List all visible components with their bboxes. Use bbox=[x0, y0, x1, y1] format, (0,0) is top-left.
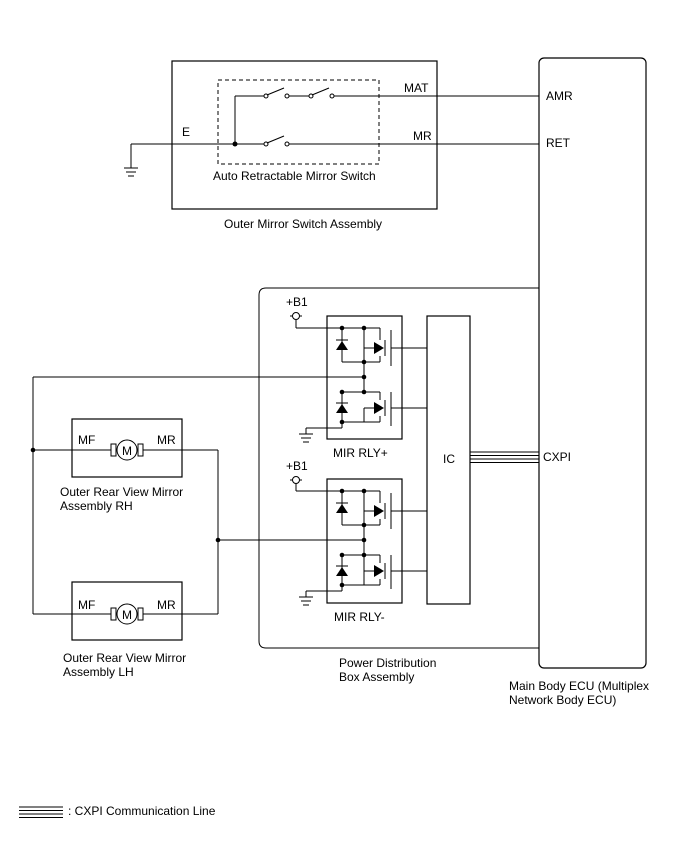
relay-minus-label: MIR RLY- bbox=[334, 610, 385, 624]
terminal-e: E bbox=[182, 125, 190, 139]
terminal-amr: AMR bbox=[546, 89, 573, 103]
mirror-lh: MF MR M Outer Rear View Mirror Assembly … bbox=[63, 581, 186, 679]
ground-icon bbox=[299, 591, 313, 606]
power-distribution-box: Power Distribution Box Assembly IC MIR R… bbox=[258, 287, 539, 684]
relay-contact-icon bbox=[364, 555, 427, 589]
switch-assembly-box bbox=[171, 60, 438, 210]
cxpi-line-legend-label: : CXPI Communication Line bbox=[68, 804, 216, 818]
motor-lh-label: M bbox=[122, 608, 132, 622]
mirror-rh-label-2: Assembly RH bbox=[60, 499, 133, 513]
terminal-rh-mr: MR bbox=[157, 433, 176, 447]
diode-icon bbox=[336, 339, 348, 350]
ic-label: IC bbox=[443, 452, 455, 466]
power-distribution-label-2: Box Assembly bbox=[339, 670, 414, 684]
motor-rh-label: M bbox=[122, 444, 132, 458]
cxpi-line-legend-icon bbox=[19, 806, 63, 818]
terminal-mr-switch: MR bbox=[413, 129, 432, 143]
main-body-ecu-label-2: Network Body ECU) bbox=[509, 693, 616, 707]
main-body-ecu-label-1: Main Body ECU (Multiplex bbox=[509, 679, 649, 693]
mirror-wiring bbox=[30, 376, 364, 615]
outer-mirror-switch-assembly: Auto Retractable Mirror Switch Outer Mir… bbox=[124, 60, 539, 231]
terminal-ret: RET bbox=[546, 136, 571, 150]
diode-icon bbox=[336, 402, 348, 413]
relay-contact-icon bbox=[364, 328, 427, 366]
cxpi-bus bbox=[470, 451, 539, 463]
switch-assembly-label: Outer Mirror Switch Assembly bbox=[224, 217, 382, 231]
power-distribution-label-1: Power Distribution bbox=[339, 656, 436, 670]
mirror-rh: MF MR M Outer Rear View Mirror Assembly … bbox=[60, 418, 183, 513]
terminal-cxpi: CXPI bbox=[543, 450, 571, 464]
diode-icon bbox=[336, 565, 348, 576]
motor-icon bbox=[72, 603, 182, 625]
motor-icon bbox=[72, 439, 182, 461]
relay-plus-label: MIR RLY+ bbox=[333, 446, 388, 460]
ic-box bbox=[426, 315, 471, 605]
auto-retractable-switch-box bbox=[217, 79, 380, 165]
mirror-lh-label-1: Outer Rear View Mirror bbox=[63, 651, 186, 665]
main-body-ecu: AMR RET CXPI Main Body ECU (Multiplex Ne… bbox=[509, 57, 649, 707]
terminal-mat: MAT bbox=[404, 81, 429, 95]
legend: : CXPI Communication Line bbox=[19, 804, 216, 818]
mirror-rh-label-1: Outer Rear View Mirror bbox=[60, 485, 183, 499]
terminal-lh-mf: MF bbox=[78, 598, 95, 612]
relay-minus: MIR RLY- +B1 bbox=[286, 459, 427, 624]
main-body-ecu-box bbox=[538, 57, 647, 669]
junction-dot bbox=[232, 141, 238, 147]
terminal-lh-mr: MR bbox=[157, 598, 176, 612]
diode-icon bbox=[336, 502, 348, 513]
mirror-lh-label-2: Assembly LH bbox=[63, 665, 134, 679]
relay-contact-icon bbox=[364, 392, 427, 426]
auto-retractable-switch-label: Auto Retractable Mirror Switch bbox=[213, 169, 376, 183]
terminal-b1-bottom: +B1 bbox=[286, 459, 308, 473]
ground-icon bbox=[299, 428, 313, 443]
relay-contact-icon bbox=[364, 491, 427, 529]
ground-icon bbox=[124, 144, 138, 177]
power-distribution-box-outline bbox=[258, 287, 539, 649]
terminal-b1-top: +B1 bbox=[286, 295, 308, 309]
terminal-rh-mf: MF bbox=[78, 433, 95, 447]
mirror-rh-box bbox=[71, 418, 183, 478]
fuse-icon bbox=[290, 312, 302, 328]
fuse-icon bbox=[290, 476, 302, 491]
mat-switch-icon bbox=[235, 87, 335, 99]
